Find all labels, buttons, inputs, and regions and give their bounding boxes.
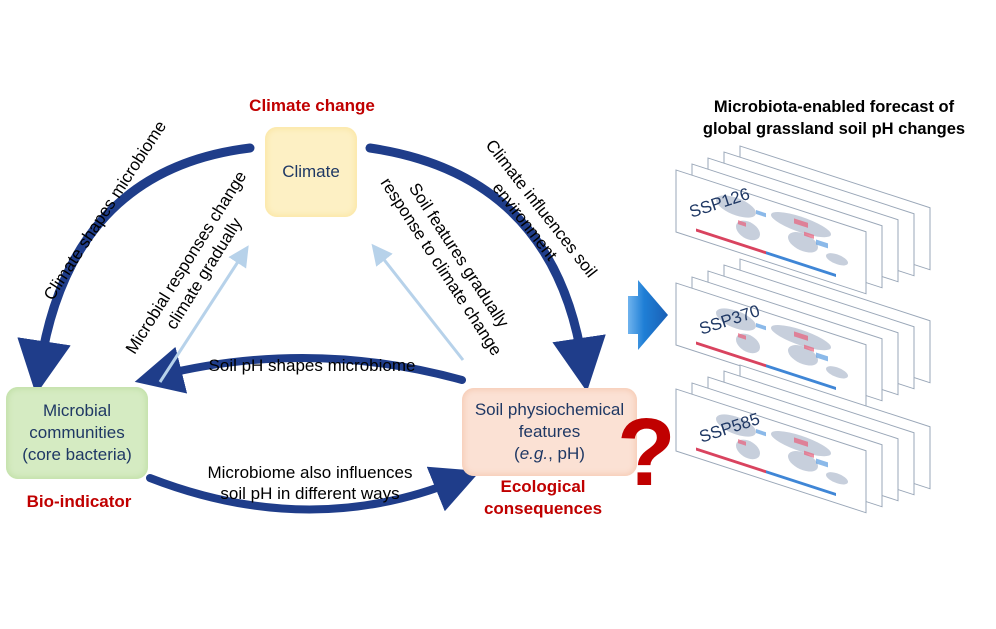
- big-forward-arrow: [628, 280, 668, 350]
- arrow-climate-to-microbial: [17, 143, 255, 395]
- microbiome-influences-line-1: Microbiome also influences: [207, 463, 413, 482]
- microbial-line-1: Microbial: [42, 401, 111, 420]
- map-card: [675, 169, 867, 295]
- climate-change-label: Climate change: [249, 96, 375, 115]
- soil-features-node: Soil physiochemical features (e.g., pH): [462, 388, 637, 476]
- map-stacks: [675, 145, 931, 514]
- forecast-title: Microbiota-enabled forecast of global gr…: [676, 96, 992, 140]
- climate-node-label: Climate: [282, 162, 340, 181]
- soil-eg-rest: , pH): [548, 444, 585, 463]
- ecological-line-1: Ecological: [500, 477, 586, 496]
- microbial-line-2: communities: [29, 423, 125, 442]
- label-microbiome-influences: Microbiome also influences soil pH in di…: [190, 462, 430, 504]
- microbiome-influences-line-2: soil pH in different ways: [220, 484, 400, 503]
- label-soil-ph-shapes: Soil pH shapes microbiome: [208, 356, 416, 375]
- forecast-title-line-2: global grassland soil pH changes: [702, 120, 966, 138]
- arrow-microbial-to-climate-light: [158, 245, 249, 383]
- arrow-climate-to-soil: [365, 143, 606, 392]
- bio-indicator-label: Bio-indicator: [26, 492, 132, 511]
- ecological-consequences-label: Ecological consequences: [468, 476, 618, 520]
- microbial-line-3: (core bacteria): [22, 445, 132, 464]
- arrow-microbial-to-soil: [146, 466, 481, 514]
- arrow-soil-to-climate-light: [371, 243, 465, 361]
- microbial-communities-node: Microbial communities (core bacteria): [6, 387, 148, 479]
- soil-line-1: Soil physiochemical: [474, 400, 625, 419]
- arrow-soil-to-microbial: [134, 346, 466, 394]
- soil-line-2: features: [518, 422, 581, 441]
- map-card: [675, 282, 867, 408]
- ecological-line-2: consequences: [483, 499, 603, 518]
- soil-eg-italic: e.g.: [519, 444, 549, 463]
- soil-eg-open: (: [514, 444, 520, 463]
- soil-line-3: (e.g., pH): [475, 443, 624, 465]
- climate-node: Climate: [265, 127, 357, 217]
- forecast-title-line-1: Microbiota-enabled forecast of: [713, 98, 955, 116]
- question-mark: ?: [617, 399, 676, 506]
- map-card: [675, 388, 867, 514]
